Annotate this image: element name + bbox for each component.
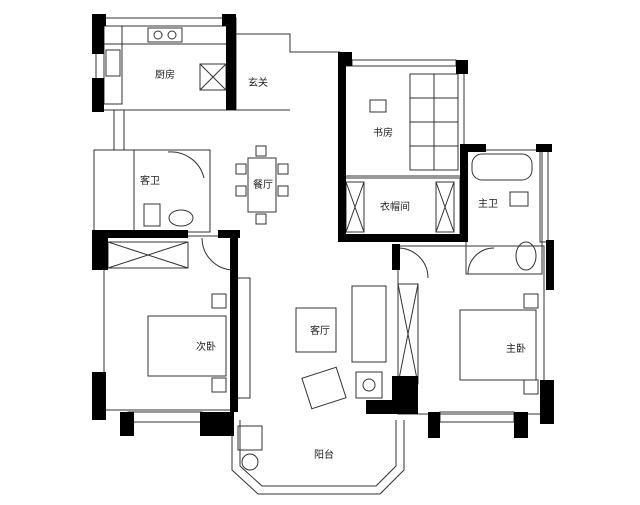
balcony-rail	[239, 420, 397, 487]
window	[351, 59, 457, 67]
closet-rack	[435, 181, 455, 233]
kitchen-sink	[105, 49, 121, 77]
dining-chair	[255, 213, 267, 225]
room-label-balcony: 阳台	[314, 448, 334, 461]
room-label-master-bedroom: 主卧	[506, 342, 526, 355]
side-table	[355, 371, 383, 399]
wall	[92, 14, 106, 26]
nightstand	[523, 293, 539, 309]
bathtub	[471, 153, 533, 181]
master-bath-outline	[465, 149, 543, 275]
dining-chair	[277, 163, 289, 175]
dining-chair	[235, 163, 247, 175]
wall	[200, 412, 234, 436]
study-chair	[369, 99, 387, 113]
dining-chair	[255, 145, 267, 157]
stove-burner	[167, 30, 177, 40]
guest-toilet	[143, 203, 161, 227]
rack-mark	[345, 181, 365, 233]
wall	[540, 380, 554, 424]
master-bedroom-outline	[397, 245, 545, 415]
master-toilet	[509, 191, 529, 207]
wall	[120, 412, 134, 436]
master-bath-door-swing	[467, 247, 495, 275]
kitchen-counter-top	[103, 25, 229, 45]
nightstand	[211, 293, 227, 309]
wall	[338, 234, 466, 242]
tv-cabinet	[235, 277, 251, 399]
balcony-washer	[237, 425, 263, 451]
second-bedroom-door-swing	[201, 237, 235, 271]
wall	[456, 60, 468, 74]
room-label-closet: 衣帽间	[380, 200, 410, 213]
room-label-living-room: 客厅	[310, 324, 330, 337]
wardrobe-mark	[107, 241, 189, 269]
guest-bath-door-swing	[167, 151, 205, 179]
wall	[428, 412, 440, 438]
sofa	[351, 285, 387, 363]
second-bedroom-bed	[147, 315, 227, 377]
dining-chair	[277, 185, 289, 197]
wall	[226, 14, 236, 110]
guest-basin	[168, 209, 194, 227]
wall	[514, 412, 528, 438]
armchair	[301, 366, 347, 410]
fridge-mark	[199, 63, 227, 91]
wall	[92, 78, 104, 112]
wall	[92, 372, 106, 420]
nightstand	[211, 377, 227, 393]
window	[539, 149, 549, 243]
balcony-outline	[231, 420, 405, 495]
nightstand	[523, 379, 539, 395]
wall	[92, 230, 108, 270]
wall	[392, 244, 400, 270]
rack-mark	[435, 181, 455, 233]
dining-table	[247, 157, 277, 213]
wardrobe-mark	[397, 283, 419, 385]
stove-burner	[153, 30, 163, 40]
entry-wall	[236, 33, 340, 53]
room-label-entry: 玄关	[248, 76, 268, 89]
wall	[338, 52, 346, 242]
master-bed	[459, 309, 537, 381]
master-basin	[515, 241, 537, 271]
room-label-master-bath: 主卫	[478, 198, 498, 210]
wall	[460, 144, 486, 152]
wall	[546, 240, 554, 290]
walls	[92, 14, 554, 438]
room-label-study: 书房	[373, 126, 393, 139]
wall	[230, 238, 238, 412]
wall	[460, 146, 468, 242]
side-table-lamp	[362, 378, 376, 392]
dining-chair	[235, 185, 247, 197]
wall	[536, 144, 552, 152]
room-label-guest-bath: 客卫	[140, 174, 160, 187]
wall	[218, 230, 240, 238]
room-label-second-bedroom: 次卧	[196, 340, 216, 353]
balcony-sink	[241, 453, 259, 471]
window	[127, 411, 203, 423]
kitchen-counter-left	[103, 25, 123, 105]
wall	[392, 376, 418, 414]
room-label-kitchen: 厨房	[155, 68, 175, 81]
master-bedroom-door-swing	[397, 247, 429, 279]
wall	[92, 230, 188, 238]
window	[113, 109, 125, 151]
study-outline	[341, 65, 465, 177]
room-label-dining: 餐厅	[253, 178, 273, 191]
coffee-table	[295, 307, 337, 353]
stove	[147, 27, 183, 43]
